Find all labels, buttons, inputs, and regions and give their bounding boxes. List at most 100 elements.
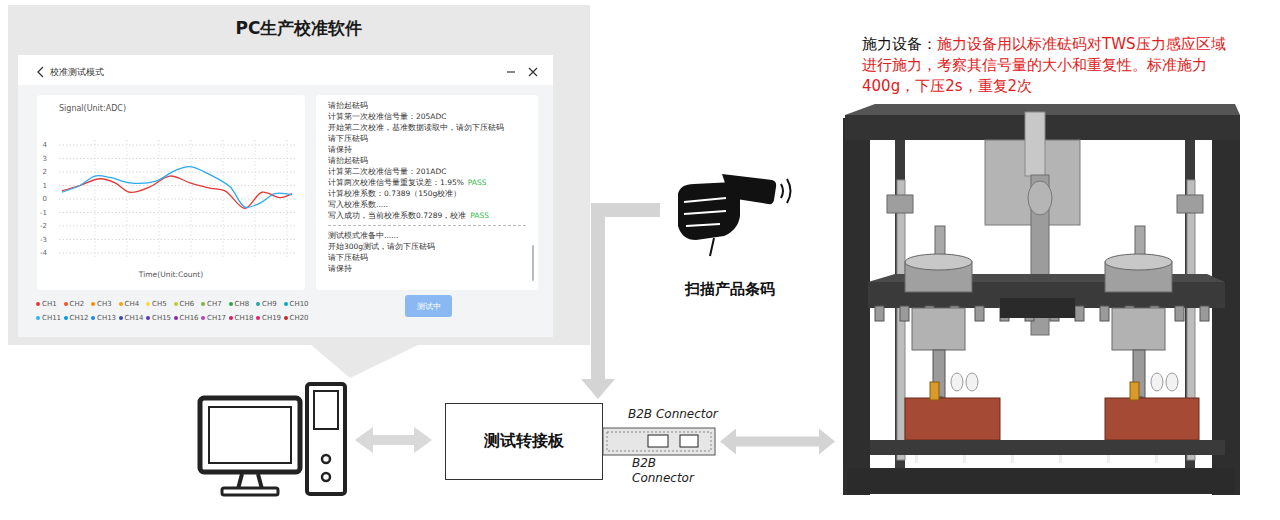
legend-item: CH3 (91, 297, 119, 311)
window-title: 校准测试模式 (50, 66, 553, 78)
legend-item: CH17 (201, 311, 229, 325)
legend-swatch (229, 302, 233, 306)
drawing-part (684, 198, 726, 226)
log-text: 计算第二次校准信号量：201ADC (328, 167, 446, 176)
drawing-part (59, 226, 295, 227)
legend-item: CH10 (284, 297, 312, 311)
drawing-part (1075, 306, 1084, 321)
log-line: 计算第二次校准信号量：201ADC (328, 166, 526, 177)
axis-tick: 3 (30, 154, 47, 164)
panel-title: PC生产校准软件 (8, 5, 590, 40)
drawing-part (966, 373, 978, 391)
log-line: 请抬起砝码 (328, 100, 526, 111)
drawing-part (1155, 455, 1158, 463)
axis-tick: -3 (30, 235, 47, 245)
drawing-part (951, 373, 963, 391)
drawing-part (507, 71, 515, 72)
legend-text: CH7 (207, 300, 222, 309)
drawing-part (159, 140, 160, 258)
drawing-part (1100, 306, 1109, 321)
axis-title: Signal(Unit:ADC) (59, 104, 305, 114)
drawing-part (62, 167, 292, 208)
drawing-part (1059, 455, 1062, 463)
drawing-part (59, 185, 295, 186)
legend-item: CH20 (284, 311, 312, 325)
log-text: 请抬起砝码 (328, 156, 368, 165)
legend-swatch (146, 302, 150, 306)
log-text: 请保持 (328, 264, 352, 273)
bubble-tail (310, 344, 420, 378)
drawing-part (875, 306, 884, 321)
log-text: 写入成功，当前校准系数0.7289，校准 (328, 211, 466, 220)
log-text: 测试模式准备中...... (328, 231, 398, 240)
drawing-part (59, 145, 295, 146)
legend-swatch (64, 302, 68, 306)
status-button: 测试中 (405, 295, 452, 317)
drawing-part (59, 158, 295, 159)
log-text: 请下压砝码 (328, 253, 368, 262)
drawing-part (95, 140, 96, 258)
drawing-part (975, 306, 984, 321)
legend-swatch (256, 302, 260, 306)
legend-swatch (284, 316, 288, 320)
legend-item: CH1 (36, 297, 64, 311)
equipment-heading: 施力设备： (862, 35, 937, 53)
legend-item: CH5 (146, 297, 174, 311)
drawing-part (1025, 112, 1045, 176)
app-window: 校准测试模式 Signal(Unit:ADC) Time(Unit:Count) 请抬… (18, 55, 553, 337)
log-line: 请下压砝码 (328, 252, 526, 263)
legend-item: CH14 (119, 311, 147, 325)
drawing-part (1107, 455, 1110, 463)
legend-text: CH8 (235, 300, 250, 309)
adapter-board: 测试转接板 (445, 403, 603, 480)
legend-item: CH16 (174, 311, 202, 325)
drawing-part (209, 407, 291, 463)
axis-tick: -1 (30, 208, 47, 218)
axis-title: Time(Unit:Count) (37, 270, 305, 280)
legend-swatch (256, 316, 260, 320)
drawing-part (1028, 181, 1052, 215)
drawing-part (887, 195, 913, 213)
log-line: 计算第一次校准信号量：205ADC (328, 111, 526, 122)
board-label: 测试转接板 (484, 431, 564, 452)
drawing-part (532, 245, 534, 281)
log-line: 写入校准系数..... (328, 199, 526, 210)
drawing-part (322, 455, 330, 463)
drawing-part (843, 118, 870, 495)
legend-text: CH12 (70, 314, 89, 323)
legend-swatch (36, 302, 40, 306)
legend-swatch (284, 302, 288, 306)
drawing-part (59, 199, 295, 200)
legend-item: CH12 (64, 311, 92, 325)
scanner-label: 扫描产品条码 (660, 280, 800, 299)
log-text: 开始300g测试，请勿下压砝码 (328, 242, 435, 251)
legend-swatch (36, 316, 40, 320)
drawing-part (680, 435, 698, 447)
log-text: 计算校准系数：0.7389（150g校准） (328, 189, 461, 198)
legend-swatch (119, 316, 123, 320)
drawing-part (781, 179, 791, 203)
legend-swatch (174, 316, 178, 320)
legend-text: CH1 (42, 300, 57, 309)
drawing-part (200, 398, 300, 472)
legend-item: CH6 (174, 297, 202, 311)
legend-item: CH13 (91, 311, 119, 325)
log-line: 请下压砝码 (328, 133, 526, 144)
double-arrow (355, 427, 432, 453)
drawing-part (710, 238, 714, 256)
equipment-description: 施力设备：施力设备用以标准砝码对TWS压力感应区域进行施力，考察其信号量的大小和… (862, 34, 1234, 97)
legend-item: CH2 (64, 297, 92, 311)
axis-tick: -2 (30, 221, 47, 231)
legend-text: CH20 (290, 314, 309, 323)
drawing-part (678, 174, 776, 240)
drawing-part (38, 67, 43, 77)
computer-icon (200, 384, 345, 495)
drawing-part (915, 455, 918, 463)
drawing-part (1105, 398, 1199, 440)
axis-tick: 2 (30, 167, 47, 177)
force-equipment: 施力设备：施力设备用以标准砝码对TWS压力感应区域进行施力，考察其信号量的大小和… (835, 30, 1245, 502)
legend-item: CH9 (256, 297, 284, 311)
legend-swatch (174, 302, 178, 306)
log-panel: 请抬起砝码计算第一次校准信号量：205ADC开始第二次校准，基准数据读取中，请勿… (316, 95, 538, 290)
